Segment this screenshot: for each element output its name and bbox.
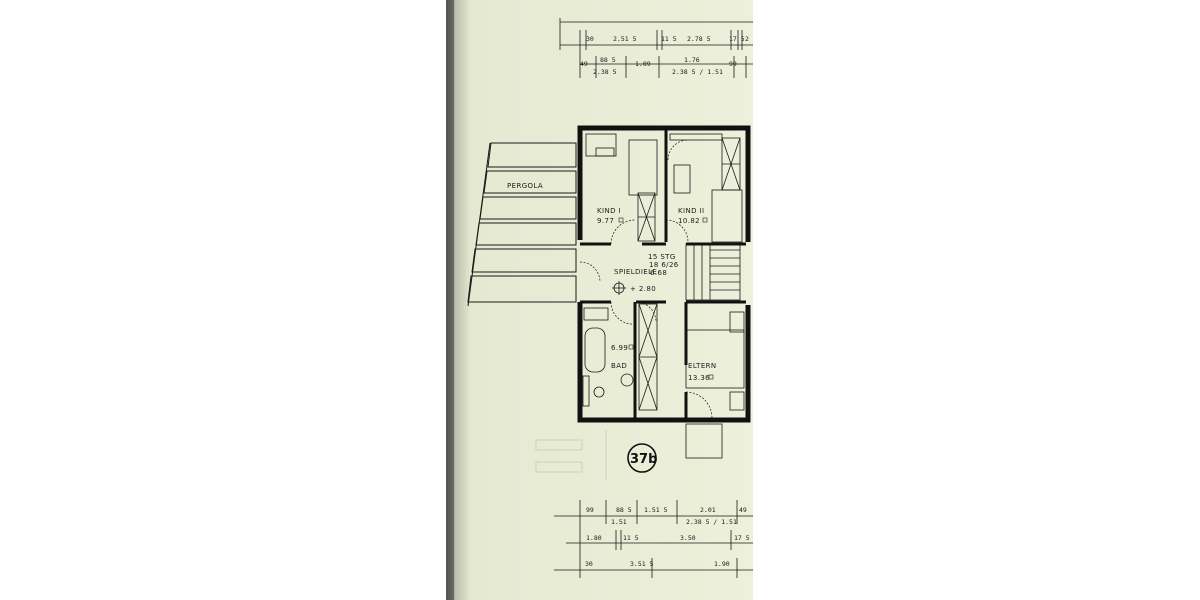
dim-top-2385-151: 2.38 5 / 1.51 [672,68,723,76]
dim-bottom-201: 2.01 [700,506,716,514]
bad-cabinet [582,375,590,407]
room-bad-area: 6.99 [611,344,628,352]
top-dimension-chain [559,18,753,78]
room-bad-name: BAD [611,362,627,370]
dim-bottom-99: 99 [586,506,594,514]
room-eltern-area: 13.36 [688,374,710,382]
area-marker [702,217,708,223]
room-kind2-name: KIND II [678,207,704,215]
outer-walls [577,125,751,423]
dim-top-176: 1.76 [684,56,700,64]
dim-bottom-180: 1.80 [586,534,602,542]
room-kind1-area: 9.77 [597,217,614,225]
dim-top-2: 2 [745,35,749,43]
kind2-shelf [669,133,723,141]
floor-plan-drawing: 30 2.51 5 11 5 2.78 5 17 5 2 49 88 5 1.0… [446,0,753,600]
bathtub-icon [584,327,606,373]
dim-bottom-885: 88 5 [616,506,632,514]
dim-top-2515: 2.51 5 [613,35,637,43]
eltern-bed [685,329,745,389]
dim-top-99: 99 [729,60,737,68]
dim-top-30: 30 [586,35,594,43]
dim-bottom-1515: 1.51 5 [644,506,668,514]
dim-bottom-2385-151: 2.38 5 / 1.51 [686,518,737,526]
toilet-icon [593,386,605,398]
room-kind2-area: 10.82 [678,217,700,225]
staircase [685,243,741,301]
binding-shadow [446,0,454,600]
dim-bottom-190: 1.90 [714,560,730,568]
dim-bottom-350: 3.50 [680,534,696,542]
dim-top-885: 88 5 [600,56,616,64]
dim-bottom-175: 17 5 [734,534,750,542]
room-spieldiele-area: 6.68 [650,269,667,277]
room-spieldiele-name: SPIELDIELE [614,268,657,276]
level-mark: + 2.80 [630,285,656,293]
dim-top-2385: 2.38 5 [593,68,617,76]
dim-bottom-115: 11 5 [623,534,639,542]
bad-shower [583,307,609,321]
dim-bottom-30: 30 [585,560,593,568]
pergola [467,142,577,307]
kind2-bed [711,189,743,243]
sink-icon [620,373,634,387]
area-marker [708,374,714,380]
dim-top-2785: 2.78 5 [687,35,711,43]
room-eltern-name: ELTERN [688,362,717,370]
dim-bottom-49: 49 [739,506,747,514]
floor-plan-sheet: 30 2.51 5 11 5 2.78 5 17 5 2 49 88 5 1.0… [446,0,753,600]
kind1-chair [595,147,615,157]
dim-top-49: 49 [580,60,588,68]
furniture [582,133,745,459]
level-marker-icon [612,281,626,295]
kind1-bed [628,139,658,196]
stair-count: 15 STG [648,253,676,261]
dim-top-109: 1.09 [635,60,651,68]
eltern-nightstand [729,311,745,333]
area-marker [628,344,634,350]
stair-ratio: 18 6/26 [649,261,679,269]
pergola-label: PERGOLA [507,182,543,190]
dim-bottom-151: 1.51 [611,518,627,526]
eltern-nightstand-2 [729,391,745,411]
dim-top-175: 17 5 [729,35,745,43]
faded-stamp [535,430,607,480]
bottom-dimension-chain [554,500,753,578]
dim-top-115: 11 5 [661,35,677,43]
kind2-desk [673,164,691,194]
plan-id-badge: 37b [627,443,657,473]
room-kind1-name: KIND I [597,207,621,215]
balcony-table [685,423,723,459]
area-marker [618,217,624,223]
dim-bottom-3515: 3.51 5 [630,560,654,568]
door-swings [579,139,713,419]
plan-id: 37b [630,452,657,467]
